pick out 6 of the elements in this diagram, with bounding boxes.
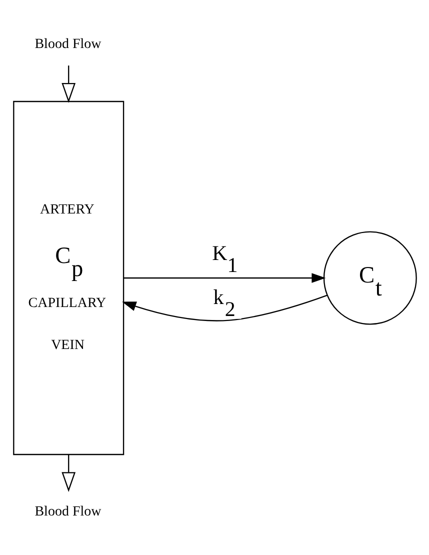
node-text: Blood Flow — [34, 504, 101, 519]
arrow — [61, 454, 76, 492]
arrow — [61, 65, 76, 102]
arrow — [123, 272, 326, 282]
node-text: Blood Flow — [34, 36, 101, 52]
arrow — [122, 294, 327, 321]
